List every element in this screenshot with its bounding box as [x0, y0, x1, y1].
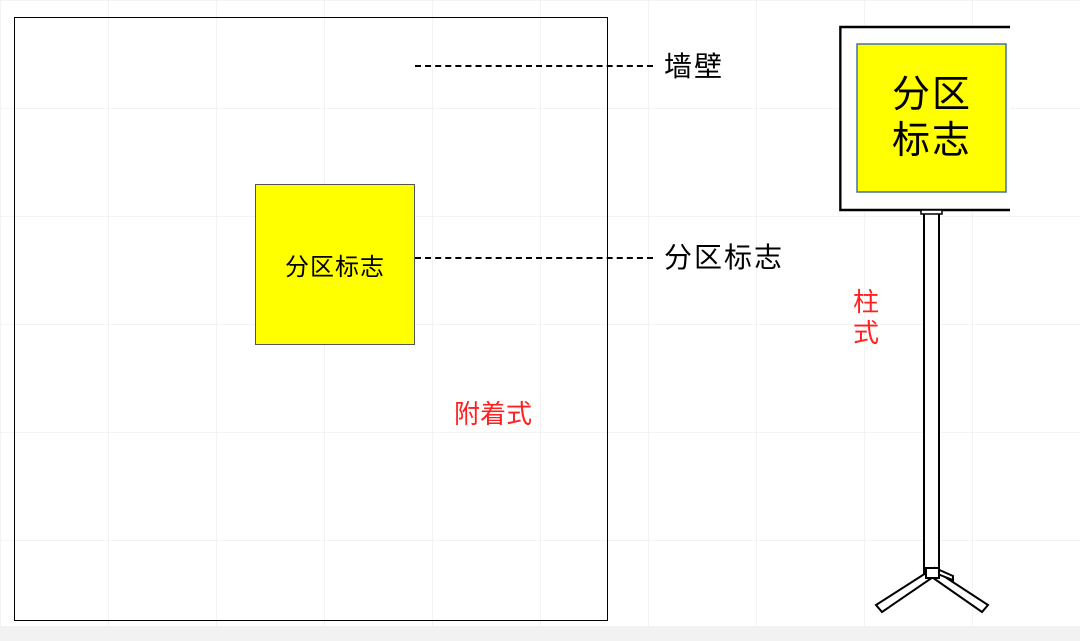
wall-zone-sign: 分区标志 — [255, 184, 415, 345]
post-sign-text: 分区 标志 — [858, 44, 1006, 192]
post-sign-panel — [856, 43, 1007, 193]
wall-callout-label: 墙壁 — [664, 50, 725, 83]
post-sign-text-line2: 标志 — [891, 118, 972, 162]
post-pole — [923, 210, 940, 576]
post-type-label: 柱 式 — [853, 288, 879, 350]
post-sign-drawing — [839, 25, 1010, 614]
wall-outline — [14, 17, 608, 621]
sign-callout-label: 分区标志 — [664, 241, 785, 274]
post-type-label-line2: 式 — [853, 319, 880, 350]
attached-type-label: 附着式 — [454, 400, 533, 430]
wall-zone-sign-text: 分区标志 — [285, 253, 385, 281]
bottom-strip — [0, 626, 1080, 641]
post-tripod-base — [874, 566, 990, 614]
post-sign-text-line1: 分区 — [891, 72, 972, 117]
wall-callout-line — [415, 65, 653, 67]
post-collar — [920, 209, 943, 215]
sign-callout-line — [415, 257, 653, 259]
post-type-label-line1: 柱 — [853, 288, 880, 318]
